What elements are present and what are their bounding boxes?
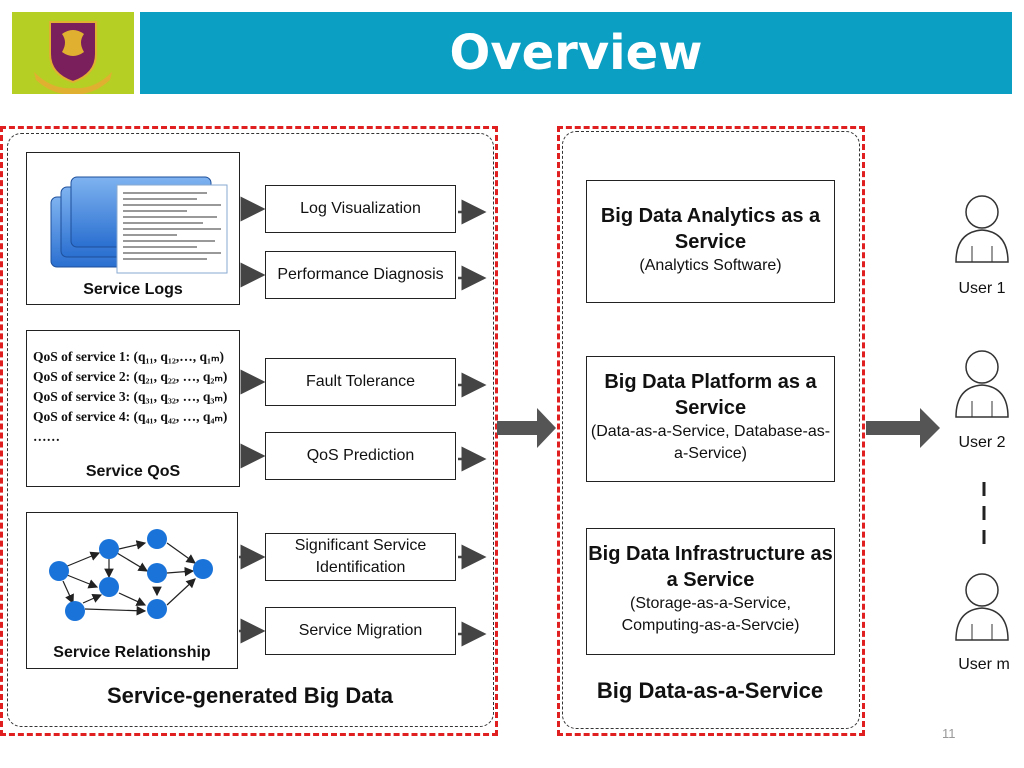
service-migration-box: Service Migration	[265, 607, 456, 655]
left-panel-title: Service-generated Big Data	[106, 683, 394, 708]
right-panel-inner-border	[562, 131, 860, 729]
qos-line: QoS of service 4: (q₄₁, q₄₂, …, q₄ₘ)	[33, 409, 228, 424]
left-panel-inner-border	[7, 133, 494, 727]
page-number: 11	[942, 726, 956, 741]
qos-line: QoS of service 1: (q₁₁, q₁₂,…, q₁ₘ)	[33, 349, 225, 364]
title-bar	[140, 12, 1012, 94]
service-logs-label: Service Logs	[83, 281, 183, 298]
user-2-icon	[955, 350, 1009, 418]
performance-diagnosis-box: Performance Diagnosis	[265, 251, 456, 299]
qos-line: QoS of service 2: (q₂₁, q₂₂, …, q₂ₘ)	[33, 369, 228, 384]
log-documents-icon	[50, 176, 228, 274]
user-2-label: User 2	[958, 434, 1006, 451]
log-visualization-box: Log Visualization	[265, 185, 456, 233]
user-m-icon	[955, 573, 1009, 641]
service-subtitle: (Storage-as-a-Service, Computing-as-a-Se…	[621, 595, 800, 634]
qos-prediction-box: QoS Prediction	[265, 432, 456, 480]
big-arrow-left-to-right	[497, 408, 556, 448]
infrastructure-service-box: Big Data Infrastructure as a Service (St…	[586, 528, 835, 655]
service-subtitle: (Data-as-a-Service, Database-as-a-Servic…	[590, 423, 831, 462]
user-m-label: User m	[958, 656, 1010, 673]
user-1-label: User 1	[958, 280, 1006, 297]
ellipsis-dashed-line	[982, 482, 986, 554]
significant-service-identification-box: Significant Service Identification	[265, 533, 456, 581]
logo-panel	[12, 12, 134, 95]
service-relationship-label: Service Relationship	[53, 644, 211, 661]
service-title: Big Data Infrastructure as a Service	[588, 543, 833, 591]
service-qos-label: Service QoS	[85, 463, 181, 480]
qos-line: ……	[33, 429, 60, 444]
service-logs-box: Service Logs	[26, 152, 240, 305]
service-relationship-box: Service Relationship	[26, 512, 238, 669]
right-panel-title: Big Data-as-a-Service	[596, 678, 824, 703]
service-title: Big Data Analytics as a Service	[600, 205, 821, 253]
service-graph-icon	[49, 529, 213, 621]
page-title: Overview	[449, 25, 703, 81]
university-crest-logo	[34, 21, 112, 95]
big-arrow-to-users	[866, 408, 940, 448]
left-panel-red-border	[0, 126, 498, 736]
platform-service-box: Big Data Platform as a Service (Data-as-…	[586, 356, 835, 482]
service-subtitle: (Analytics Software)	[639, 257, 782, 274]
qos-list: QoS of service 1: (q₁₁, q₁₂,…, q₁ₘ) QoS …	[33, 347, 238, 447]
qos-line: QoS of service 3: (q₃₁, q₃₂, …, q₃ₘ)	[33, 389, 228, 404]
right-panel-red-border	[557, 126, 865, 736]
user-1-icon	[955, 195, 1009, 263]
fault-tolerance-box: Fault Tolerance	[265, 358, 456, 406]
service-qos-box: QoS of service 1: (q₁₁, q₁₂,…, q₁ₘ) QoS …	[26, 330, 240, 487]
analytics-service-box: Big Data Analytics as a Service (Analyti…	[586, 180, 835, 303]
service-title: Big Data Platform as a Service	[604, 371, 817, 419]
